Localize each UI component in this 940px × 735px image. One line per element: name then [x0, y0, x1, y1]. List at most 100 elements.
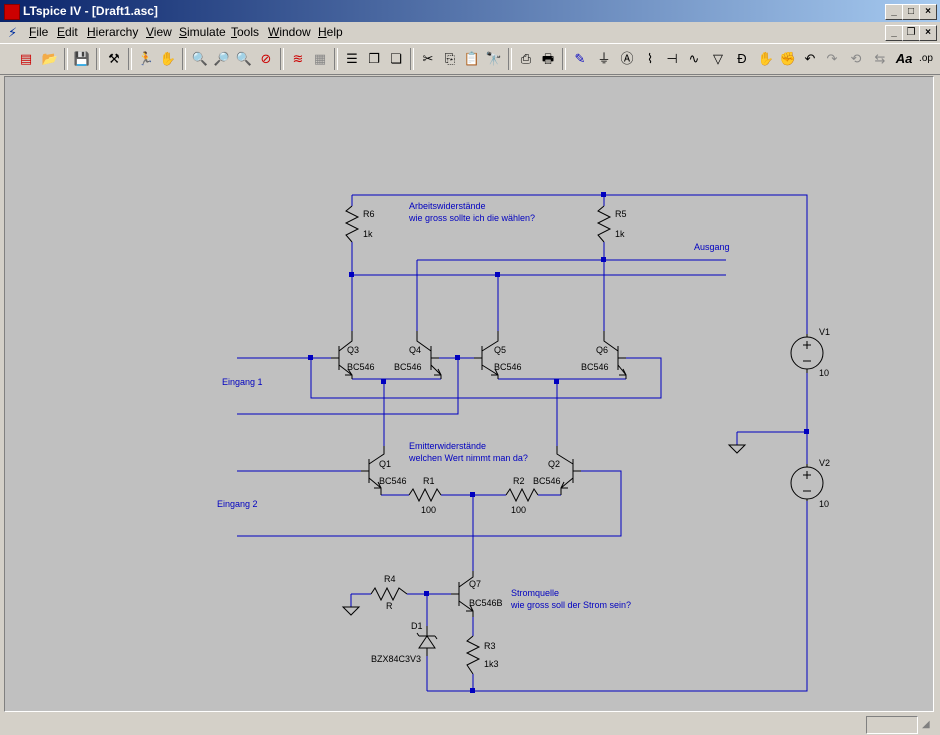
label-R2-name: R2	[513, 476, 525, 486]
tile-horizontal-icon[interactable]: ☰	[346, 51, 358, 66]
resistor-R1	[408, 487, 442, 503]
label-V2-value: 10	[819, 499, 829, 509]
label-Q2-value: BC546	[533, 476, 561, 486]
resize-grip-icon[interactable]: ◢	[922, 719, 930, 730]
print-icon[interactable]: 🖶	[541, 51, 555, 66]
app-icon[interactable]	[4, 4, 20, 20]
voltage-source-V1	[790, 334, 824, 373]
new-schematic-icon[interactable]: ▤	[19, 51, 33, 66]
halt-icon[interactable]: ✋	[159, 51, 177, 66]
schematic-canvas[interactable]: R6 1k R5 1k Q3 BC546 Q4 BC546 Q5 BC546 Q…	[4, 76, 934, 712]
resistor-R4	[370, 586, 408, 602]
menu-edit[interactable]: Edit	[57, 25, 78, 39]
label-Q1-name: Q1	[379, 459, 391, 469]
save-icon[interactable]: 💾	[73, 51, 91, 66]
label-R2-value: 100	[511, 505, 526, 515]
net-label-ausgang: Ausgang	[694, 242, 730, 252]
copy-icon[interactable]: ⎘	[444, 51, 456, 66]
undo-icon[interactable]: ↶	[804, 51, 816, 66]
open-icon[interactable]: 📂	[41, 51, 59, 66]
zoom-in-icon[interactable]: 🔍	[191, 51, 209, 66]
label-net-icon[interactable]: Ⓐ	[620, 51, 634, 66]
rotate-icon[interactable]: ⟲	[850, 51, 862, 66]
zoom-fit-icon[interactable]: ⊘	[260, 51, 272, 66]
text-icon[interactable]: Aa	[895, 51, 913, 66]
autorange-icon[interactable]: ≋	[292, 51, 304, 66]
maximize-button[interactable]: □	[902, 4, 920, 20]
toolbar-separator	[508, 48, 512, 70]
title-bar[interactable]: LTspice IV - [Draft1.asc] _ □ ×	[0, 0, 940, 22]
resistor-icon[interactable]: ⌇	[646, 51, 654, 66]
control-panel-icon[interactable]: ⚒	[108, 51, 120, 66]
resistors[interactable]	[344, 205, 612, 675]
toolbar-separator	[96, 48, 100, 70]
comment-arbeit-line2: wie gross sollte ich die wählen?	[408, 213, 535, 223]
zener-diode-D1[interactable]	[416, 626, 438, 656]
transistors[interactable]	[331, 331, 627, 617]
redo-icon[interactable]: ↷	[826, 51, 838, 66]
minimize-button[interactable]: _	[885, 4, 903, 20]
mdi-restore-button[interactable]: ❐	[902, 25, 920, 41]
zoom-out-icon[interactable]: 🔍	[235, 51, 253, 66]
label-R3-name: R3	[484, 641, 496, 651]
menu-window[interactable]: Window	[268, 25, 311, 39]
drag-icon[interactable]: ✊	[779, 51, 797, 66]
toolbar: ▤ 📂 💾 ⚒ 🏃 ✋ 🔍 🔎 🔍 ⊘ ≋ ▦ ☰ ❐ ❏ ✂ ⎘ 📋 🔭 ⎙ …	[0, 43, 940, 75]
transistor-Q5	[474, 331, 499, 379]
menu-file[interactable]: File	[29, 25, 49, 39]
run-icon[interactable]: 🏃	[137, 51, 155, 66]
paste-icon[interactable]: 📋	[463, 51, 481, 66]
grounds[interactable]	[341, 444, 747, 616]
cut-icon[interactable]: ✂	[422, 51, 434, 66]
wires[interactable]	[237, 194, 808, 692]
comment-arbeit-line1: Arbeitswiderstände	[409, 201, 486, 211]
label-D1-value: BZX84C3V3	[371, 654, 421, 664]
voltage-source-V2	[790, 464, 824, 501]
label-R3-value: 1k3	[484, 659, 499, 669]
menu-simulate[interactable]: Simulate	[179, 25, 226, 39]
voltage-sources[interactable]	[790, 334, 824, 501]
label-Q1-value: BC546	[379, 476, 407, 486]
toolbar-separator	[562, 48, 566, 70]
menu-view[interactable]: View	[146, 25, 172, 39]
mdi-close-button[interactable]: ×	[919, 25, 937, 41]
label-Q2-name: Q2	[548, 459, 560, 469]
menu-tools[interactable]: Tools	[231, 25, 260, 39]
status-panel	[866, 716, 918, 734]
schematic-drawing[interactable]: R6 1k R5 1k Q3 BC546 Q4 BC546 Q5 BC546 Q…	[5, 77, 933, 711]
move-icon[interactable]: ✋	[757, 51, 775, 66]
cascade-icon[interactable]: ❐	[368, 51, 380, 66]
mdi-minimize-button[interactable]: _	[885, 25, 903, 41]
resistor-R6	[344, 205, 360, 243]
ground-symbol	[727, 444, 747, 454]
document-icon[interactable]: ⚡	[8, 25, 18, 40]
draw-wire-icon[interactable]: ✎	[574, 51, 586, 66]
component-icon[interactable]: Ð	[737, 51, 747, 66]
comment-emitter-line2: welchen Wert nimmt man da?	[408, 453, 528, 463]
capacitor-icon[interactable]: ⊣	[666, 51, 678, 66]
diode-icon[interactable]: ▽	[713, 51, 723, 66]
junction-dots	[308, 192, 809, 693]
tile-vertical-icon[interactable]: ❏	[390, 51, 402, 66]
print-setup-icon[interactable]: ⎙	[520, 51, 532, 66]
transistor-Q7	[451, 571, 474, 617]
label-Q4-name: Q4	[409, 345, 421, 355]
mirror-icon[interactable]: ⇆	[874, 51, 886, 66]
menu-hierarchy[interactable]: Hierarchy	[87, 25, 139, 39]
transistor-Q4	[416, 331, 442, 379]
label-V2-name: V2	[819, 458, 830, 468]
grid-icon[interactable]: ▦	[313, 51, 327, 66]
find-icon[interactable]: 🔭	[485, 51, 503, 66]
pan-icon[interactable]: 🔎	[213, 51, 231, 66]
ground-icon[interactable]: ⏚	[597, 51, 611, 66]
spice-directive-icon[interactable]: .op	[919, 53, 933, 64]
inductor-icon[interactable]: ∿	[688, 51, 700, 66]
toolbar-separator	[410, 48, 414, 70]
label-Q6-name: Q6	[596, 345, 608, 355]
transistor-Q2	[556, 446, 581, 495]
schematic-text: Arbeitswiderstände wie gross sollte ich …	[217, 201, 730, 610]
menu-help[interactable]: Help	[318, 25, 343, 39]
window-title: LTspice IV - [Draft1.asc]	[23, 4, 158, 18]
label-Q3-value: BC546	[347, 362, 375, 372]
close-button[interactable]: ×	[919, 4, 937, 20]
